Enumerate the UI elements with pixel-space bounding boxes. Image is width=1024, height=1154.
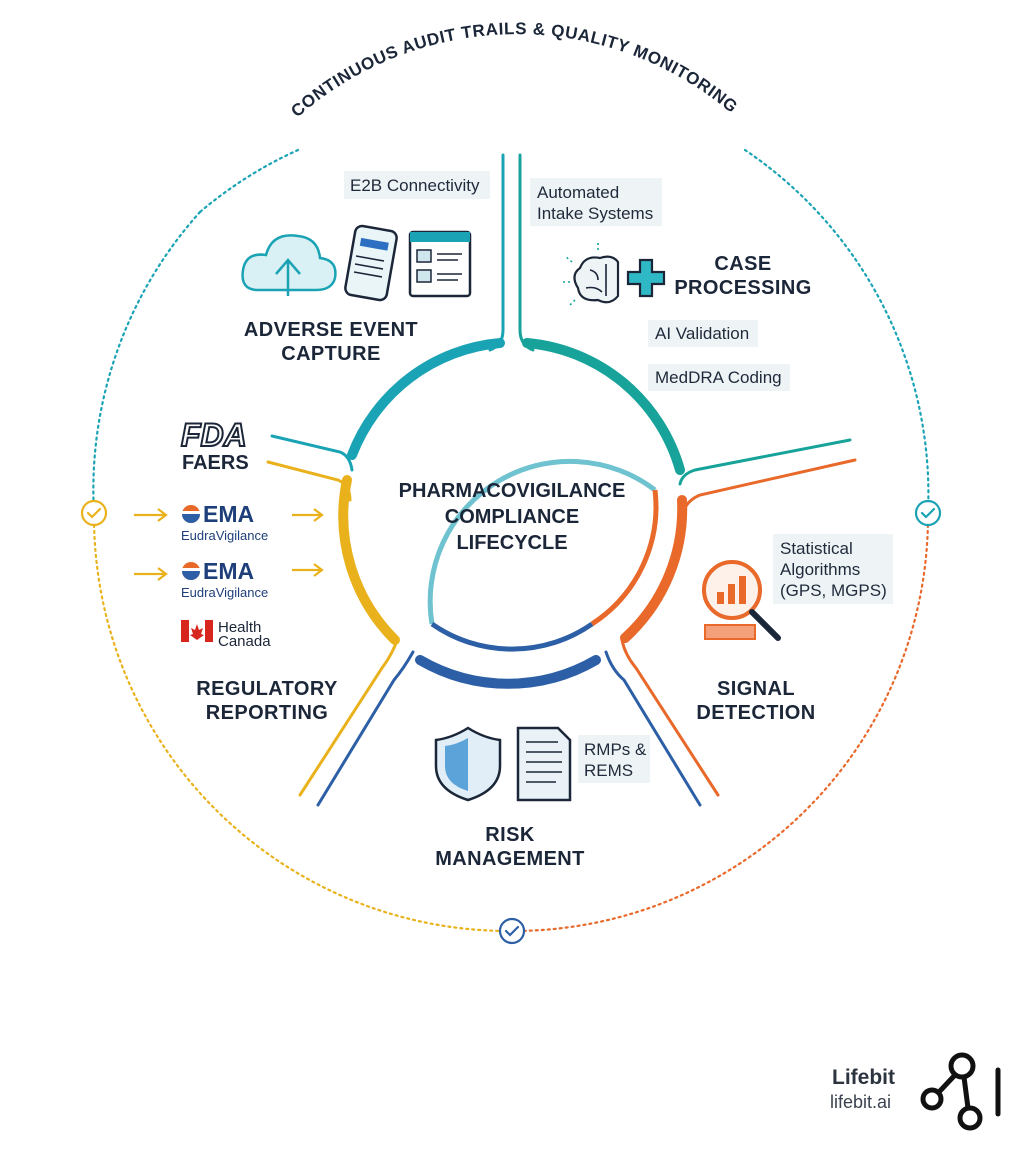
tag-ai-validation: AI Validation <box>655 324 749 343</box>
fda-faers-label: FAERS <box>182 452 249 474</box>
ai-brain-icon <box>560 242 620 308</box>
health-canada-label-line-2: Canada <box>218 633 271 650</box>
tag-rems: REMS <box>584 761 633 780</box>
cloud-upload-icon <box>241 234 337 296</box>
health-canada-label-line-1: Health <box>218 619 261 636</box>
tag-automated-box <box>530 178 662 226</box>
brand-name: Lifebit <box>832 1066 895 1089</box>
center-title-line-3: LIFECYCLE <box>456 532 567 554</box>
magnifier-chart-icon <box>702 560 781 641</box>
mobile-phone-icon <box>344 224 398 302</box>
svg-text:FDA: FDA <box>181 417 247 453</box>
canada-flag-icon <box>181 620 213 642</box>
checkpoint-right-icon <box>914 499 942 527</box>
phase-risk-management: RMPs & REMS RISK MANAGEMENT <box>434 726 650 870</box>
eudravigilance-label-2: EudraVigilance <box>181 585 268 600</box>
brand-url: lifebit.ai <box>830 1092 892 1112</box>
checkpoint-left-icon <box>80 499 108 527</box>
outer-monitoring-ring <box>92 148 930 933</box>
inner-ring <box>427 458 659 652</box>
tag-ai-validation-box <box>648 320 758 347</box>
arrow-in-ema-1-icon <box>134 508 168 522</box>
phase-title-adverse-event-line-1: ADVERSE EVENT <box>244 319 418 341</box>
checkpoint-bottom-icon <box>498 917 526 945</box>
tag-e2b-box <box>344 171 490 199</box>
arrow-out-ema-2-icon <box>292 563 324 577</box>
document-icon <box>516 726 572 802</box>
lifebit-logo-icon <box>920 1052 1001 1131</box>
phase-title-regulatory-line-1: REGULATORY <box>196 678 338 700</box>
tag-meddra-box <box>648 364 790 391</box>
center-title: PHARMACOVIGILANCE COMPLIANCE LIFECYCLE <box>399 480 626 554</box>
tag-meddra-coding: MedDRA Coding <box>655 368 782 387</box>
phase-title-signal-line-2: DETECTION <box>696 702 815 724</box>
ema-flag-icon <box>182 505 200 523</box>
arrow-out-ema-1-icon <box>292 508 324 522</box>
phase-adverse-event-capture: E2B Connectivity ADVERSE EVENT CAPTURE <box>241 171 490 365</box>
arrow-in-ema-2-icon <box>134 567 168 581</box>
tag-rmps-box <box>578 735 650 783</box>
shield-icon <box>434 726 502 802</box>
phase-title-signal-line-1: SIGNAL <box>717 678 795 700</box>
tag-automated: Automated <box>537 183 619 202</box>
medical-cross-icon <box>626 258 666 298</box>
center-title-line-2: COMPLIANCE <box>445 506 579 528</box>
tag-e2b-connectivity: E2B Connectivity <box>350 176 480 195</box>
browser-window-icon <box>408 230 472 298</box>
tag-gps-mgps: (GPS, MGPS) <box>780 581 887 600</box>
outer-ring-label: CONTINUOUS AUDIT TRAILS & QUALITY MONITO… <box>287 19 741 121</box>
phase-regulatory-reporting: FDA FAERS EMA EudraVigilance EMA EudraVi… <box>134 416 338 724</box>
phase-signal-detection: Statistical Algorithms (GPS, MGPS) SIGNA… <box>696 534 893 724</box>
ema-flag-icon <box>182 562 200 580</box>
tag-statistical: Statistical <box>780 539 853 558</box>
phase-title-regulatory-line-2: REPORTING <box>206 702 329 724</box>
ema-logo-2: EMA <box>203 558 254 584</box>
phase-ring <box>338 338 688 689</box>
phase-title-case-processing-line-1: CASE <box>714 253 771 275</box>
phase-title-case-processing-line-2: PROCESSING <box>674 277 811 299</box>
phase-title-risk-line-2: MANAGEMENT <box>435 848 585 870</box>
phase-title-risk-line-1: RISK <box>485 824 535 846</box>
tag-statistical-box <box>773 534 893 604</box>
tag-rmps: RMPs & <box>584 740 647 759</box>
center-title-line-1: PHARMACOVIGILANCE <box>399 480 626 502</box>
phase-case-processing: Automated Intake Systems CASE PROCESSING… <box>530 178 811 391</box>
eudravigilance-label-1: EudraVigilance <box>181 528 268 543</box>
fda-logo-icon: FDA <box>180 416 248 454</box>
tag-algorithms: Algorithms <box>780 560 860 579</box>
tag-intake-systems: Intake Systems <box>537 204 653 223</box>
ema-logo-1: EMA <box>203 501 254 527</box>
phase-title-adverse-event-line-2: CAPTURE <box>281 343 380 365</box>
